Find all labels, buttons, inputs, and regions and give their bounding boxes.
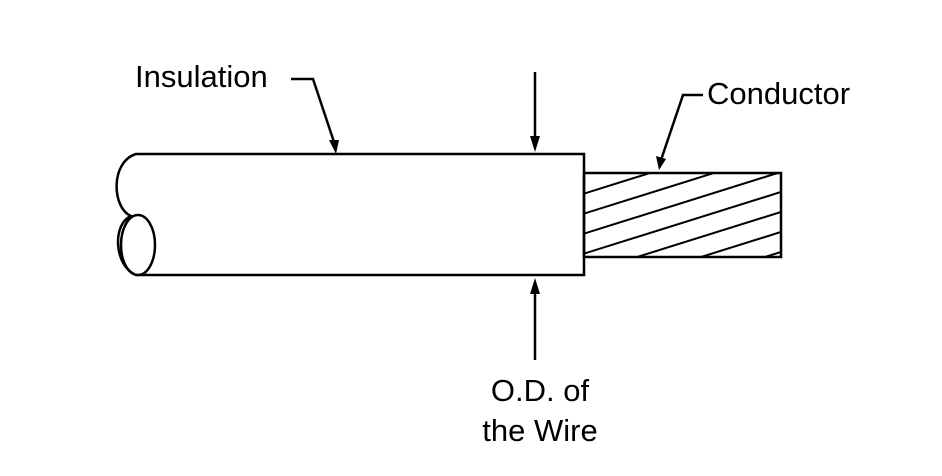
od-top-arrow xyxy=(530,72,540,152)
od-bottom-arrow xyxy=(530,278,540,360)
conductor-hatch xyxy=(584,173,781,257)
insulation-body xyxy=(115,152,586,277)
conductor-label: Conductor xyxy=(707,76,850,111)
conductor-body xyxy=(582,171,783,259)
od-label-line1: O.D. of xyxy=(491,373,590,408)
insulation-label: Insulation xyxy=(135,59,268,94)
insulation-leader xyxy=(291,77,339,154)
conductor-leader xyxy=(656,93,703,170)
od-label-line2: the Wire xyxy=(482,413,597,448)
insulation-cut-end xyxy=(119,213,157,277)
